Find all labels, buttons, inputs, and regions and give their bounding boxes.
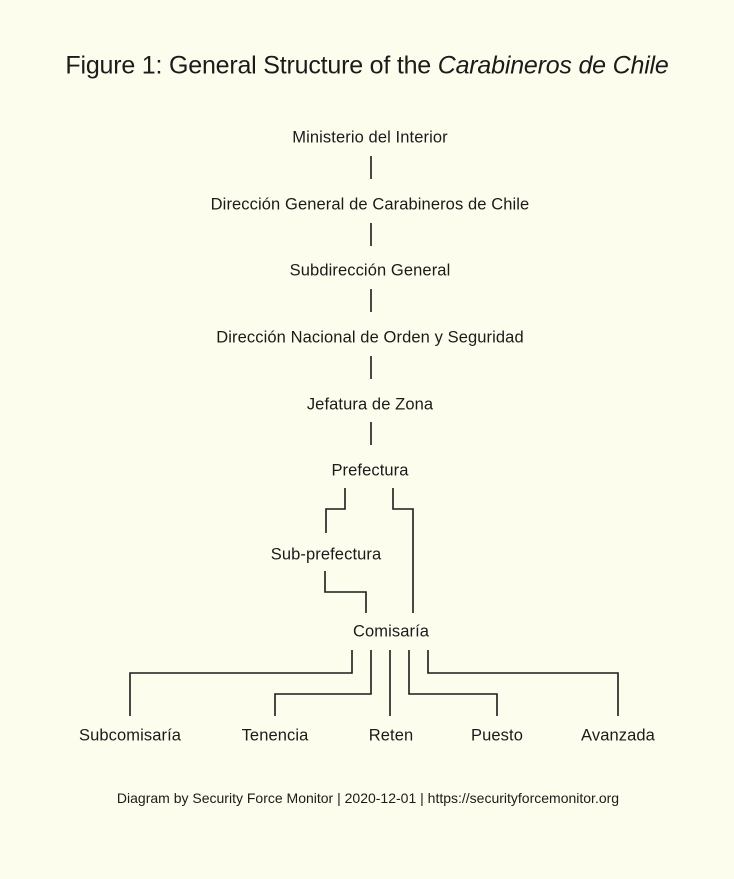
edge-comisaria-tenencia (274, 650, 372, 716)
figure-title-italic-text: Carabineros de Chile (437, 51, 669, 80)
node-subcomisaria: Subcomisaría (78, 726, 182, 745)
node-ministerio-del-interior: Ministerio del Interior (292, 128, 448, 147)
figure-title: Figure 1: General Structure of the Carab… (65, 52, 668, 81)
edge-comisaria-avanzada (427, 650, 619, 716)
node-tenencia: Tenencia (241, 726, 309, 745)
edge-sub-prefectura-comisaria (324, 571, 367, 613)
attribution-footer: Diagram by Security Force Monitor | 2020… (116, 790, 620, 806)
node-jefatura-de-zona: Jefatura de Zona (306, 395, 434, 414)
edge-prefectura-comisaria (392, 488, 414, 613)
node-avanzada: Avanzada (581, 726, 655, 745)
node-puesto: Puesto (471, 726, 523, 745)
edge-comisaria-puesto (408, 650, 498, 716)
node-sub-prefectura: Sub-prefectura (270, 545, 382, 564)
node-direccion-nacional: Dirección Nacional de Orden y Seguridad (216, 328, 524, 347)
figure-title-text: Figure 1: General Structure of the (65, 51, 438, 80)
node-reten: Reten (368, 726, 414, 745)
node-direccion-general: Dirección General de Carabineros de Chil… (210, 195, 530, 214)
edge-comisaria-subcomisaria (129, 650, 353, 716)
edge-prefectura-sub-prefectura (325, 488, 346, 533)
node-comisaria: Comisaría (352, 622, 430, 641)
node-subdireccion-general: Subdirección General (289, 261, 451, 280)
node-prefectura: Prefectura (331, 461, 409, 480)
